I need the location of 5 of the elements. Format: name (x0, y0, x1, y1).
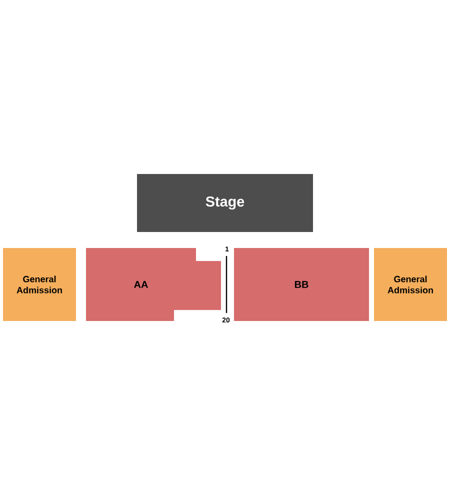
seating-section: AA (86, 248, 221, 321)
general-admission-area: General Admission (374, 248, 447, 321)
stage-block: Stage (137, 174, 313, 232)
seating-section: BB (234, 248, 369, 321)
general-admission-area: General Admission (3, 248, 76, 321)
